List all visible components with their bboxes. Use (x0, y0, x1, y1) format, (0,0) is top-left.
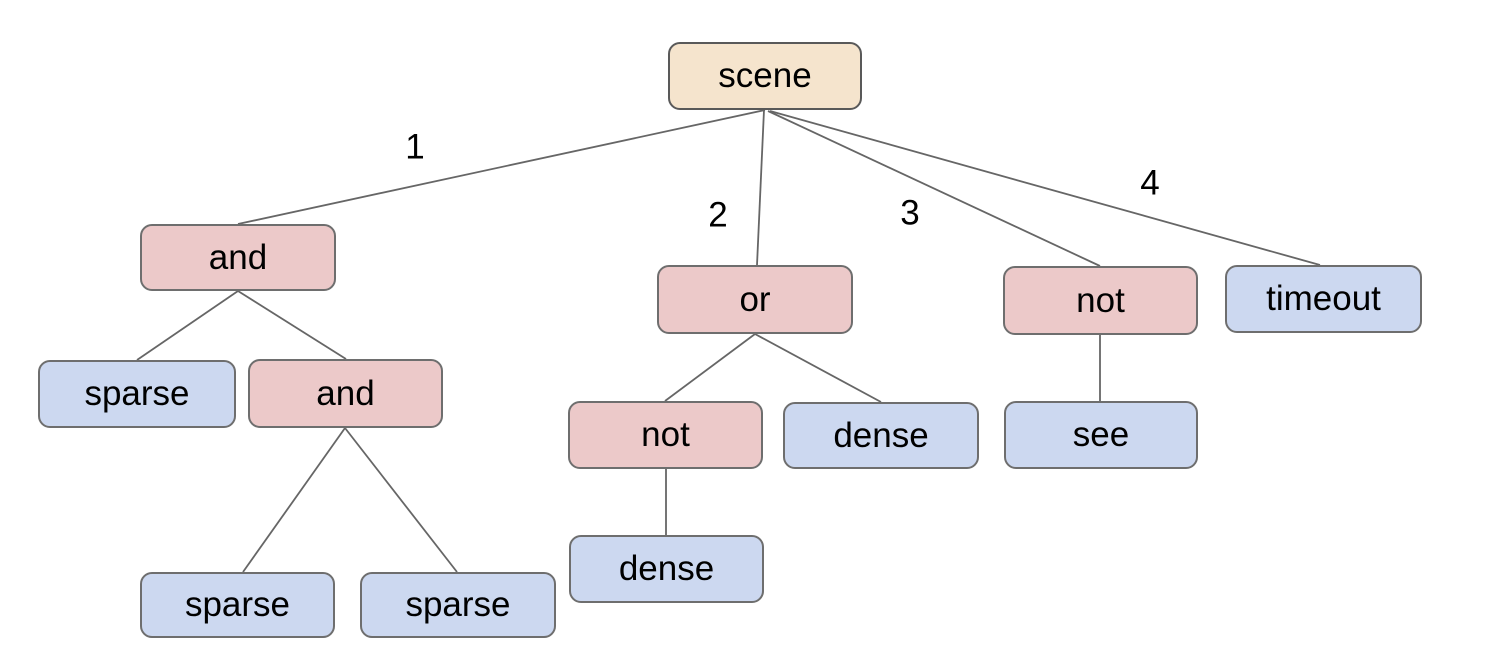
tree-node-sparse-1: sparse (38, 360, 236, 428)
tree-node-sparse-3: sparse (360, 572, 556, 638)
tree-node-see: see (1004, 401, 1198, 469)
edge-and2-sparse3 (344, 427, 458, 573)
edge-scene-timeout (769, 110, 1321, 266)
edge-label-1: 1 (405, 127, 425, 167)
edge-or1-not2 (664, 333, 756, 402)
edge-or1-dense1 (754, 333, 882, 403)
tree-node-or-1: or (657, 265, 853, 334)
tree-node-dense-1: dense (783, 402, 979, 469)
tree-node-and-1: and (140, 224, 336, 291)
tree-node-and-2: and (248, 359, 443, 428)
tree-node-not-2: not (568, 401, 763, 469)
tree-node-not-1: not (1003, 266, 1198, 335)
tree-node-timeout: timeout (1225, 265, 1422, 333)
edge-and2-sparse2 (242, 427, 346, 573)
edge-label-2: 2 (708, 195, 728, 235)
edge-scene-or1 (756, 109, 765, 266)
edge-scene-and1 (237, 109, 766, 225)
edge-scene-not1 (767, 110, 1101, 267)
tree-node-scene: scene (668, 42, 862, 110)
edge-and1-sparse1 (136, 290, 239, 361)
edge-and1-and2 (237, 290, 347, 360)
edge-label-3: 3 (900, 193, 920, 233)
edge-label-4: 4 (1140, 163, 1160, 203)
tree-node-sparse-2: sparse (140, 572, 335, 638)
tree-node-dense-2: dense (569, 535, 764, 603)
